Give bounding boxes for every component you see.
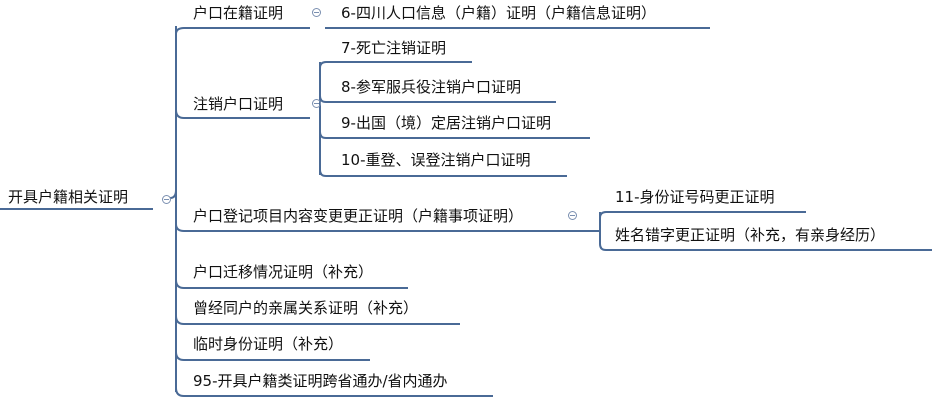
branch1-collapse-icon[interactable]	[312, 8, 321, 17]
leaf-node-2-2[interactable]: 8-参军服兵役注销户口证明	[341, 77, 521, 97]
branch-node-3[interactable]: 户口登记项目内容变更更正证明（户籍事项证明）	[193, 206, 523, 226]
leaf-node-2-4[interactable]: 10-重登、误登注销户口证明	[341, 150, 531, 170]
branch-label: 95-开具户籍类证明跨省通办/省内通办	[193, 372, 448, 390]
root-label: 开具户籍相关证明	[8, 188, 129, 206]
branch-underline-3	[175, 223, 580, 232]
branch-node-2[interactable]: 注销户口证明	[193, 94, 283, 114]
branch-label: 户口迁移情况证明（补充）	[193, 263, 374, 281]
leaf-label: 6-四川人口信息（户籍）证明（户籍信息证明）	[341, 4, 656, 22]
leaf-label: 8-参军服兵役注销户口证明	[341, 78, 521, 96]
branch-underline-1	[175, 27, 310, 35]
leaf-node-3-2[interactable]: 姓名错字更正证明（补充，有亲身经历）	[615, 225, 885, 245]
branch-node-6[interactable]: 临时身份证明（补充）	[193, 334, 343, 354]
branch-label: 户口在籍证明	[193, 4, 284, 22]
leaf-underline-3-2	[599, 243, 932, 251]
leaf-label: 姓名错字更正证明（补充，有亲身经历）	[615, 226, 886, 244]
branch-underline-7	[175, 387, 493, 397]
branch-label: 户口登记项目内容变更更正证明（户籍事项证明）	[193, 207, 524, 225]
leaf-underline-2-1	[319, 61, 472, 69]
leaf-label: 10-重登、误登注销户口证明	[341, 151, 531, 169]
branch-node-5[interactable]: 曾经同户的亲属关系证明（补充）	[193, 298, 418, 318]
leaf-label: 7-死亡注销证明	[341, 39, 446, 57]
branch-label: 曾经同户的亲属关系证明（补充）	[193, 299, 419, 317]
branch-label: 临时身份证明（补充）	[193, 335, 344, 353]
branch-underline-4	[175, 279, 408, 289]
leaf-underline-3-1	[599, 211, 806, 219]
branch-underline-2	[175, 109, 310, 119]
leaf-underline-2-2	[319, 95, 556, 103]
leaf-label: 11-身份证号码更正证明	[615, 188, 775, 206]
leaf-underline-2-4	[319, 169, 567, 177]
leaf-underline-2-3	[319, 131, 590, 139]
leaf-node-1-1[interactable]: 6-四川人口信息（户籍）证明（户籍信息证明）	[341, 3, 656, 23]
branch-node-1[interactable]: 户口在籍证明	[193, 3, 283, 23]
leaf-node-2-1[interactable]: 7-死亡注销证明	[341, 38, 446, 58]
branch-node-4[interactable]: 户口迁移情况证明（补充）	[193, 262, 373, 282]
branch-underline-5	[175, 315, 460, 325]
leaf-label: 9-出国（境）定居注销户口证明	[341, 114, 551, 132]
branch3-collapse-icon[interactable]	[568, 211, 577, 220]
root-node[interactable]: 开具户籍相关证明	[8, 187, 128, 207]
branch-node-7[interactable]: 95-开具户籍类证明跨省通办/省内通办	[193, 371, 448, 391]
root-collapse-icon[interactable]	[162, 195, 171, 204]
leaf-node-3-1[interactable]: 11-身份证号码更正证明	[615, 187, 775, 207]
branch-underline-6	[175, 351, 370, 361]
leaf-node-2-3[interactable]: 9-出国（境）定居注销户口证明	[341, 113, 551, 133]
branch-label: 注销户口证明	[193, 95, 284, 113]
branch2-collapse-icon[interactable]	[312, 99, 321, 108]
